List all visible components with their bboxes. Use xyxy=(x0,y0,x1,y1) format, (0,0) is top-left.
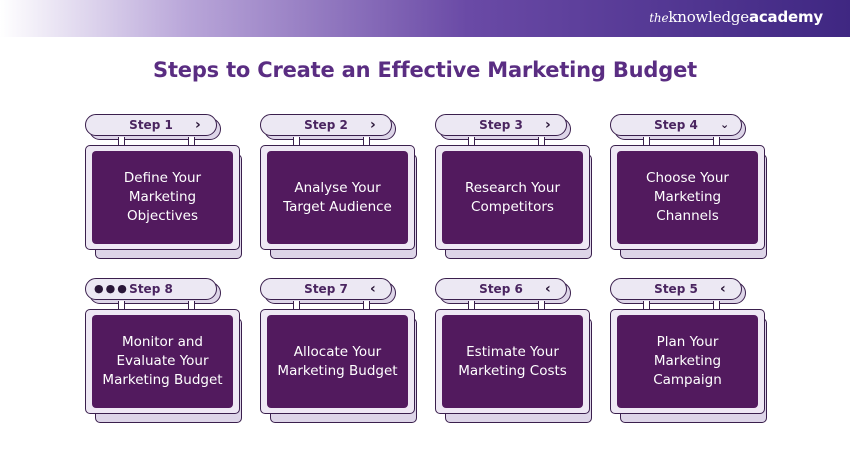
step-card-body: Define Your Marketing Objectives xyxy=(92,151,233,244)
step-card-body: Choose Your Marketing Channels xyxy=(617,151,758,244)
connector-post xyxy=(713,301,720,310)
step-card: Analyse Your Target Audience xyxy=(260,145,415,250)
brand-the: the xyxy=(649,11,669,25)
step-tab xyxy=(260,278,392,300)
chevron-left-icon: ‹ xyxy=(370,281,376,297)
chevron-left-icon: ‹ xyxy=(720,281,726,297)
step-tab xyxy=(260,114,392,136)
step-card: Plan Your Marketing Campaign xyxy=(610,309,765,414)
connector-post xyxy=(118,301,125,310)
page-title: Steps to Create an Effective Marketing B… xyxy=(153,58,697,82)
ellipsis-icon: ●●● xyxy=(94,282,129,295)
step-card-body: Research Your Competitors xyxy=(442,151,583,244)
chevron-left-icon: ‹ xyxy=(545,281,551,297)
chevron-right-icon: › xyxy=(195,117,201,133)
connector-post xyxy=(538,137,545,146)
connector-post xyxy=(713,137,720,146)
step-text: Analyse Your Target Audience xyxy=(283,179,392,215)
connector-post xyxy=(363,301,370,310)
step-text: Estimate Your Marketing Costs xyxy=(458,343,567,379)
connector-post xyxy=(468,137,475,146)
step-label: Step 8 xyxy=(129,282,173,296)
step-tab xyxy=(610,278,742,300)
connector-post xyxy=(293,137,300,146)
step-card-body: Allocate Your Marketing Budget xyxy=(267,315,408,408)
step-card-body: Estimate Your Marketing Costs xyxy=(442,315,583,408)
step-text: Research Your Competitors xyxy=(464,179,561,215)
connector-post xyxy=(188,301,195,310)
brand-academy: academy xyxy=(748,8,823,26)
step-label: Step 4 xyxy=(654,118,698,132)
step-8: Step 8 ●●● Monitor and Evaluate Your Mar… xyxy=(85,278,245,423)
header-bar: theknowledgeacademy xyxy=(0,0,850,37)
step-text: Define Your Marketing Objectives xyxy=(123,170,202,224)
connector-post xyxy=(643,137,650,146)
step-label: Step 7 xyxy=(304,282,348,296)
step-card: Define Your Marketing Objectives xyxy=(85,145,240,250)
step-tab xyxy=(610,114,742,136)
step-card-body: Monitor and Evaluate Your Marketing Budg… xyxy=(92,315,233,408)
step-label: Step 3 xyxy=(479,118,523,132)
step-6: Step 6 ‹ Estimate Your Marketing Costs xyxy=(435,278,595,423)
connector-post xyxy=(188,137,195,146)
brand-logo: theknowledgeacademy xyxy=(649,8,823,26)
step-label: Step 5 xyxy=(654,282,698,296)
brand-knowledge: knowledge xyxy=(668,8,749,26)
step-label: Step 6 xyxy=(479,282,523,296)
step-7: Step 7 ‹ Allocate Your Marketing Budget xyxy=(260,278,420,423)
step-2: Step 2 › Analyse Your Target Audience xyxy=(260,114,420,259)
step-1: Step 1 › Define Your Marketing Objective… xyxy=(85,114,245,259)
step-text: Monitor and Evaluate Your Marketing Budg… xyxy=(102,334,223,388)
step-label: Step 1 xyxy=(129,118,173,132)
step-card-body: Plan Your Marketing Campaign xyxy=(617,315,758,408)
step-label: Step 2 xyxy=(304,118,348,132)
connector-post xyxy=(468,301,475,310)
step-card-body: Analyse Your Target Audience xyxy=(267,151,408,244)
chevron-right-icon: › xyxy=(545,117,551,133)
step-tab xyxy=(435,278,567,300)
step-tab xyxy=(435,114,567,136)
step-text: Plan Your Marketing Campaign xyxy=(653,334,722,388)
step-tab xyxy=(85,278,217,300)
chevron-down-icon: ⌄ xyxy=(720,118,730,131)
step-tab xyxy=(85,114,217,136)
connector-post xyxy=(118,137,125,146)
connector-post xyxy=(293,301,300,310)
step-card: Monitor and Evaluate Your Marketing Budg… xyxy=(85,309,240,414)
connector-post xyxy=(643,301,650,310)
step-text: Choose Your Marketing Channels xyxy=(646,170,729,224)
step-4: Step 4 ⌄ Choose Your Marketing Channels xyxy=(610,114,770,259)
step-card: Estimate Your Marketing Costs xyxy=(435,309,590,414)
step-text: Allocate Your Marketing Budget xyxy=(277,343,398,379)
step-5: Step 5 ‹ Plan Your Marketing Campaign xyxy=(610,278,770,423)
chevron-right-icon: › xyxy=(370,117,376,133)
step-card: Choose Your Marketing Channels xyxy=(610,145,765,250)
step-card: Research Your Competitors xyxy=(435,145,590,250)
step-card: Allocate Your Marketing Budget xyxy=(260,309,415,414)
connector-post xyxy=(363,137,370,146)
connector-post xyxy=(538,301,545,310)
step-3: Step 3 › Research Your Competitors xyxy=(435,114,595,259)
